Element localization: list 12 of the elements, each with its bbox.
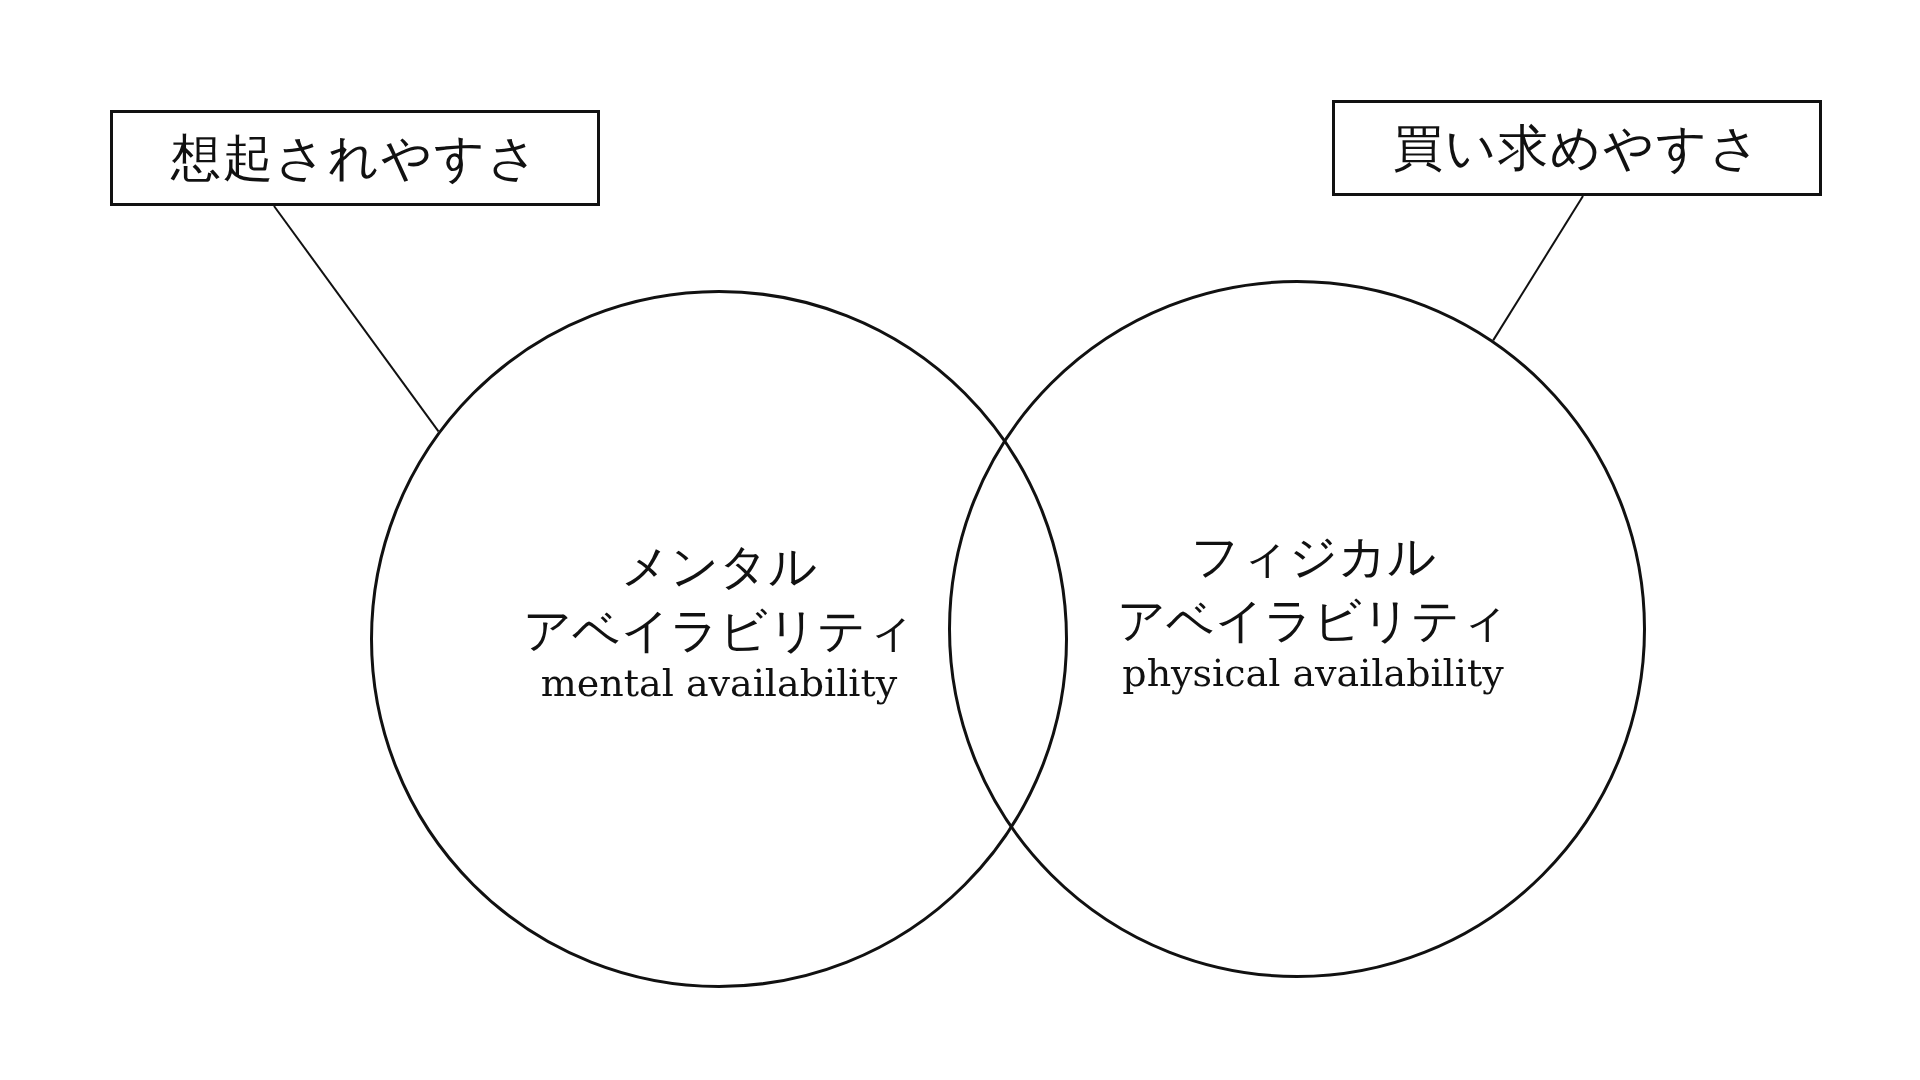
english-label: physical availability xyxy=(1121,651,1505,695)
label-box: 想起されやすさ xyxy=(110,110,600,206)
japanese-label: フィジカル xyxy=(1189,527,1437,586)
leader-line xyxy=(273,205,440,433)
japanese-label: メンタル xyxy=(620,537,818,596)
japanese-label: アベイラビリティ xyxy=(522,601,916,660)
venn-circle xyxy=(948,280,1646,978)
label-box: 買い求めやすさ xyxy=(1332,100,1822,196)
venn-circle xyxy=(370,290,1068,988)
english-label: mental availability xyxy=(539,661,899,705)
japanese-label: アベイラビリティ xyxy=(1116,591,1510,650)
leader-line xyxy=(1492,195,1584,342)
